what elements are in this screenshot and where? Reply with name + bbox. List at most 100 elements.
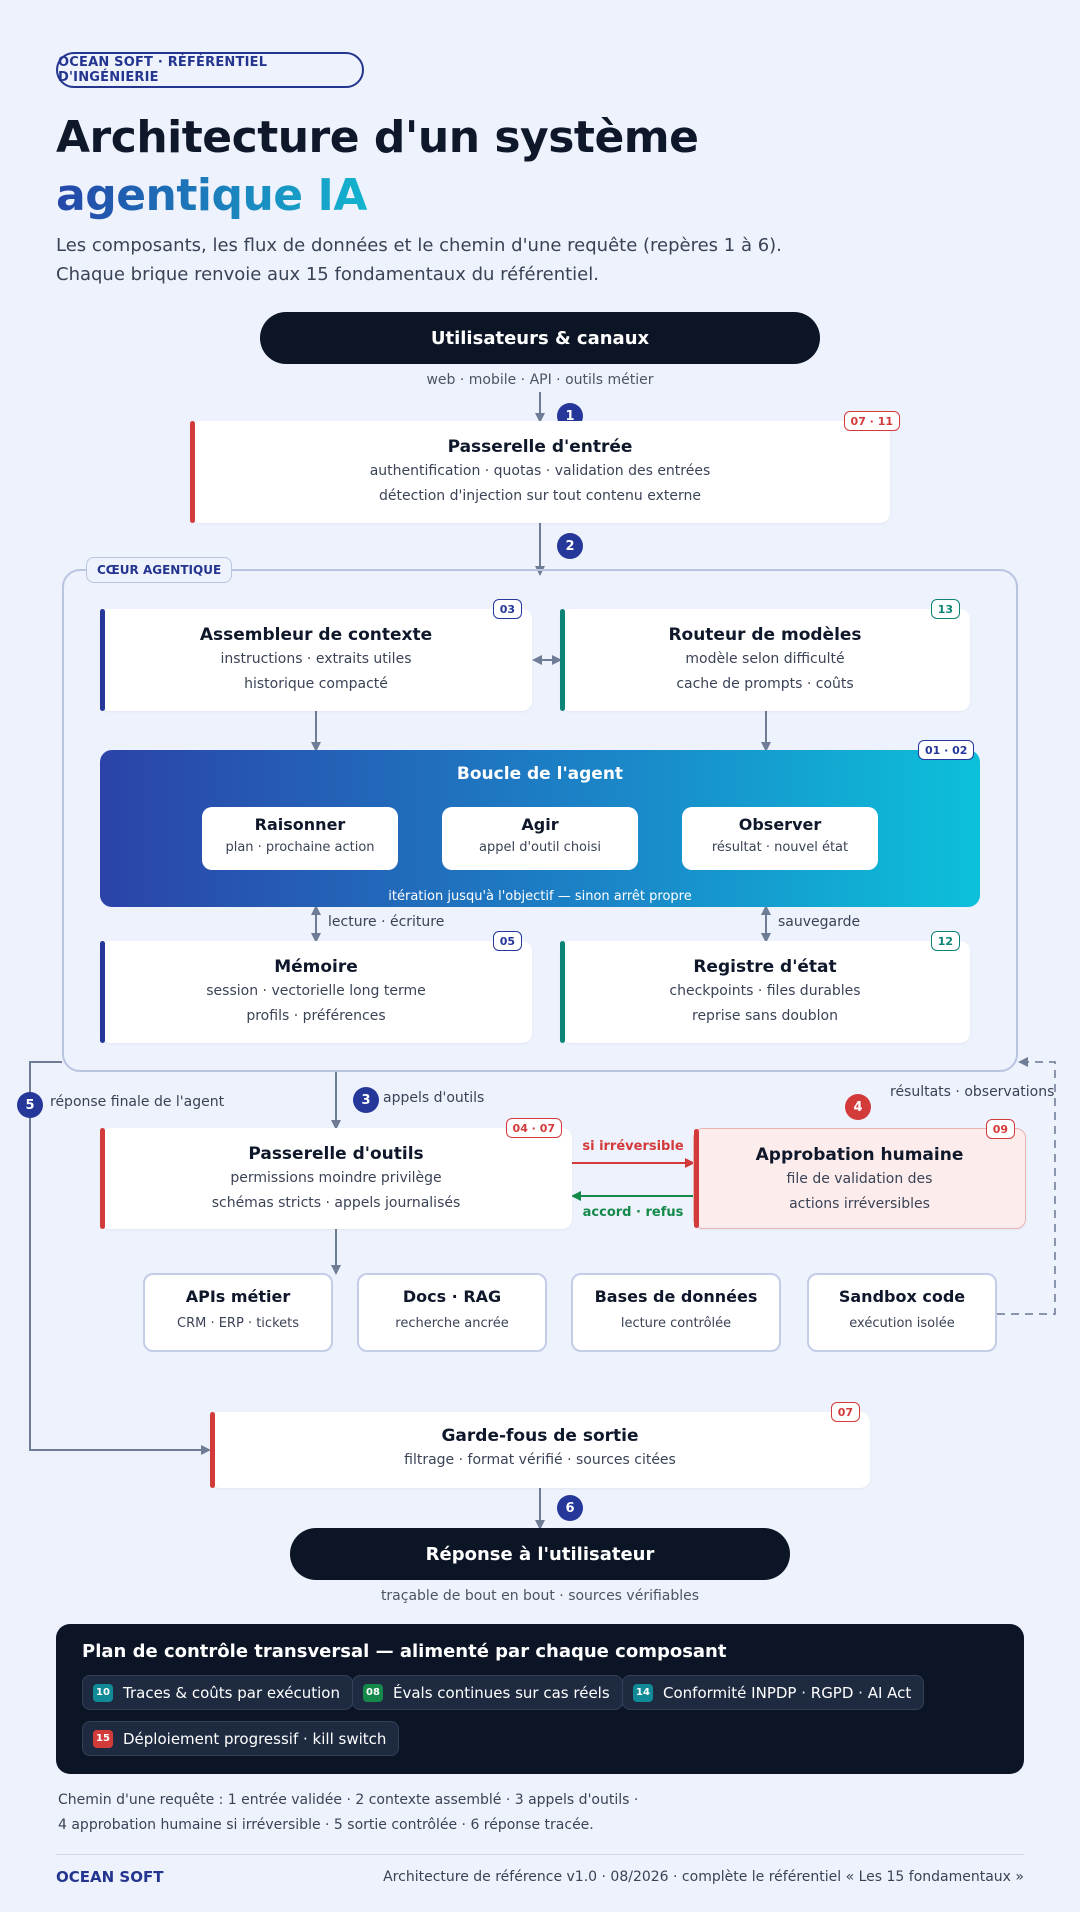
output-guardrails-tag: 07 bbox=[830, 1402, 860, 1422]
final-response-label: réponse finale de l'agent bbox=[50, 1094, 225, 1110]
human-approval-accent bbox=[694, 1129, 699, 1228]
model-router-line-2: cache de prompts · coûts bbox=[676, 676, 854, 692]
footer-brand: OCEAN SOFT bbox=[56, 1868, 164, 1886]
control-chip-compliance-label: Conformité INPDP · RGPD · AI Act bbox=[663, 1683, 912, 1702]
tool-docs-rag-sub: recherche ancrée bbox=[395, 1316, 509, 1331]
loop-iteration-note: itération jusqu'à l'objectif — sinon arr… bbox=[388, 889, 692, 904]
state-registry-line-1: checkpoints · files durables bbox=[669, 983, 861, 999]
memory-title: Mémoire bbox=[274, 957, 358, 977]
model-router: Routeur de modèles modèle selon difficul… bbox=[560, 599, 970, 711]
subtitle-line-2: Chaque brique renvoie aux 15 fondamentau… bbox=[56, 264, 599, 285]
page-title: Architecture d'un système bbox=[56, 112, 699, 163]
state-registry-tag: 12 bbox=[930, 931, 960, 951]
footer-divider bbox=[56, 1854, 1024, 1855]
memory-tag: 05 bbox=[492, 931, 522, 951]
save-label: sauvegarde bbox=[778, 914, 861, 930]
tool-sandbox-sub: exécution isolée bbox=[849, 1316, 955, 1331]
control-chip-traces-label: Traces & coûts par exécution bbox=[123, 1683, 340, 1702]
memory-line-1: session · vectorielle long terme bbox=[206, 983, 426, 999]
tool-sandbox-title: Sandbox code bbox=[838, 1287, 966, 1306]
request-path-note: Chemin d'une requête : 1 entrée validée … bbox=[58, 1788, 758, 1838]
input-gateway-accent bbox=[190, 421, 195, 523]
tool-docs-rag-title: Docs · RAG bbox=[402, 1287, 502, 1306]
input-gateway-tag: 07 · 11 bbox=[843, 411, 900, 431]
model-router-tag: 13 bbox=[930, 599, 960, 619]
output-guardrails-line: filtrage · format vérifié · sources cité… bbox=[404, 1452, 676, 1468]
loop-step-observe: Observer résultat · nouvel état bbox=[682, 807, 878, 870]
loop-step-act: Agir appel d'outil choisi bbox=[442, 807, 638, 870]
user-response-caption: traçable de bout en bout · sources vérif… bbox=[380, 1588, 700, 1604]
control-chip-traces-num: 10 bbox=[93, 1683, 113, 1702]
agent-loop-title: Boucle de l'agent bbox=[456, 764, 624, 784]
memory-line-2: profils · préférences bbox=[246, 1008, 386, 1024]
input-gateway: Passerelle d'entrée authentification · q… bbox=[190, 411, 900, 523]
memory-accent bbox=[100, 941, 105, 1043]
control-chip-compliance-num: 14 bbox=[633, 1683, 653, 1702]
tool-docs-rag: Docs · RAG recherche ancrée bbox=[357, 1273, 547, 1352]
arrow-final-response bbox=[29, 1061, 211, 1455]
loop-step-reason: Raisonner plan · prochaine action bbox=[202, 807, 398, 870]
tools-gateway-title: Passerelle d'outils bbox=[248, 1144, 424, 1164]
human-approval-tag: 09 bbox=[985, 1119, 1015, 1139]
subtitle-line-1: Les composants, les flux de données et l… bbox=[56, 235, 782, 256]
control-chip-evals-num: 08 bbox=[363, 1683, 383, 1702]
users-caption: web · mobile · API · outils métier bbox=[426, 372, 654, 388]
context-assembler-line-1: instructions · extraits utiles bbox=[220, 651, 412, 667]
header-badge: OCEAN SOFT · RÉFÉRENTIEL D'INGÉNIERIE bbox=[56, 52, 364, 88]
model-router-title: Routeur de modèles bbox=[668, 625, 862, 645]
model-router-accent bbox=[560, 609, 565, 711]
agentic-core-label: CŒUR AGENTIQUE bbox=[86, 557, 233, 583]
input-gateway-line-2: détection d'injection sur tout contenu e… bbox=[379, 488, 701, 504]
request-path-line-1: Chemin d'une requête : 1 entrée validée … bbox=[58, 1792, 639, 1808]
state-registry: Registre d'état checkpoints · files dura… bbox=[560, 931, 970, 1043]
agent-loop-tag: 01 · 02 bbox=[918, 740, 975, 760]
context-assembler-tag: 03 bbox=[492, 599, 522, 619]
control-plane-title: Plan de contrôle transversal — alimenté … bbox=[82, 1641, 727, 1662]
output-guardrails-accent bbox=[210, 1412, 215, 1488]
step-marker-2: 2 bbox=[557, 533, 583, 559]
control-chip-evals-label: Évals continues sur cas réels bbox=[393, 1683, 610, 1702]
input-gateway-title: Passerelle d'entrée bbox=[447, 437, 633, 457]
output-guardrails-title: Garde-fous de sortie bbox=[441, 1426, 639, 1446]
request-path-line-2: 4 approbation humaine si irréversible · … bbox=[58, 1817, 594, 1833]
user-response: Réponse à l'utilisateur bbox=[290, 1528, 790, 1580]
tools-gateway-line-1: permissions moindre privilège bbox=[230, 1170, 442, 1186]
arrow-results-observations bbox=[997, 1057, 1056, 1315]
context-assembler: Assembleur de contexte instructions · ex… bbox=[100, 599, 532, 711]
control-chip-traces: 10 Traces & coûts par exécution bbox=[82, 1675, 353, 1710]
tool-databases-sub: lecture contrôlée bbox=[620, 1316, 732, 1331]
loop-step-observe-title: Observer bbox=[738, 815, 822, 834]
agentic-core bbox=[62, 569, 1018, 1072]
memory: Mémoire session · vectorielle long terme… bbox=[100, 931, 532, 1043]
context-assembler-line-2: historique compacté bbox=[244, 676, 388, 692]
tool-databases: Bases de données lecture contrôlée bbox=[571, 1273, 781, 1352]
accord-refus-label: accord · refus bbox=[582, 1205, 684, 1220]
tool-business-apis: APIs métier CRM · ERP · tickets bbox=[143, 1273, 333, 1352]
tool-databases-title: Bases de données bbox=[594, 1287, 758, 1306]
tools-gateway-line-2: schémas stricts · appels journalisés bbox=[211, 1195, 461, 1211]
input-gateway-line-1: authentification · quotas · validation d… bbox=[369, 463, 711, 479]
loop-step-observe-sub: résultat · nouvel état bbox=[711, 840, 849, 855]
tools-gateway-accent bbox=[100, 1128, 105, 1229]
step-marker-3: 3 bbox=[353, 1087, 379, 1113]
read-write-label: lecture · écriture bbox=[328, 914, 445, 930]
tool-business-apis-title: APIs métier bbox=[185, 1287, 291, 1306]
tools-gateway: Passerelle d'outils permissions moindre … bbox=[100, 1118, 572, 1229]
human-approval-line-1: file de validation des bbox=[786, 1171, 933, 1187]
context-assembler-title: Assembleur de contexte bbox=[199, 625, 433, 645]
step-marker-6: 6 bbox=[557, 1495, 583, 1521]
state-registry-accent bbox=[560, 941, 565, 1043]
tool-calls-label: appels d'outils bbox=[383, 1090, 485, 1106]
output-guardrails: Garde-fous de sortie filtrage · format v… bbox=[210, 1402, 870, 1488]
step-marker-4: 4 bbox=[845, 1094, 871, 1120]
human-approval-line-2: actions irréversibles bbox=[789, 1196, 930, 1212]
human-approval: Approbation humaine file de validation d… bbox=[693, 1119, 1026, 1229]
model-router-line-1: modèle selon difficulté bbox=[685, 651, 845, 667]
loop-step-reason-sub: plan · prochaine action bbox=[225, 840, 375, 855]
tool-business-apis-sub: CRM · ERP · tickets bbox=[177, 1316, 299, 1331]
page-subtitle: Les composants, les flux de données et l… bbox=[56, 231, 856, 289]
control-chip-deployment-label: Déploiement progressif · kill switch bbox=[123, 1729, 387, 1748]
control-chip-deployment-num: 15 bbox=[93, 1729, 113, 1748]
loop-step-act-sub: appel d'outil choisi bbox=[478, 840, 602, 855]
loop-step-reason-title: Raisonner bbox=[254, 815, 346, 834]
